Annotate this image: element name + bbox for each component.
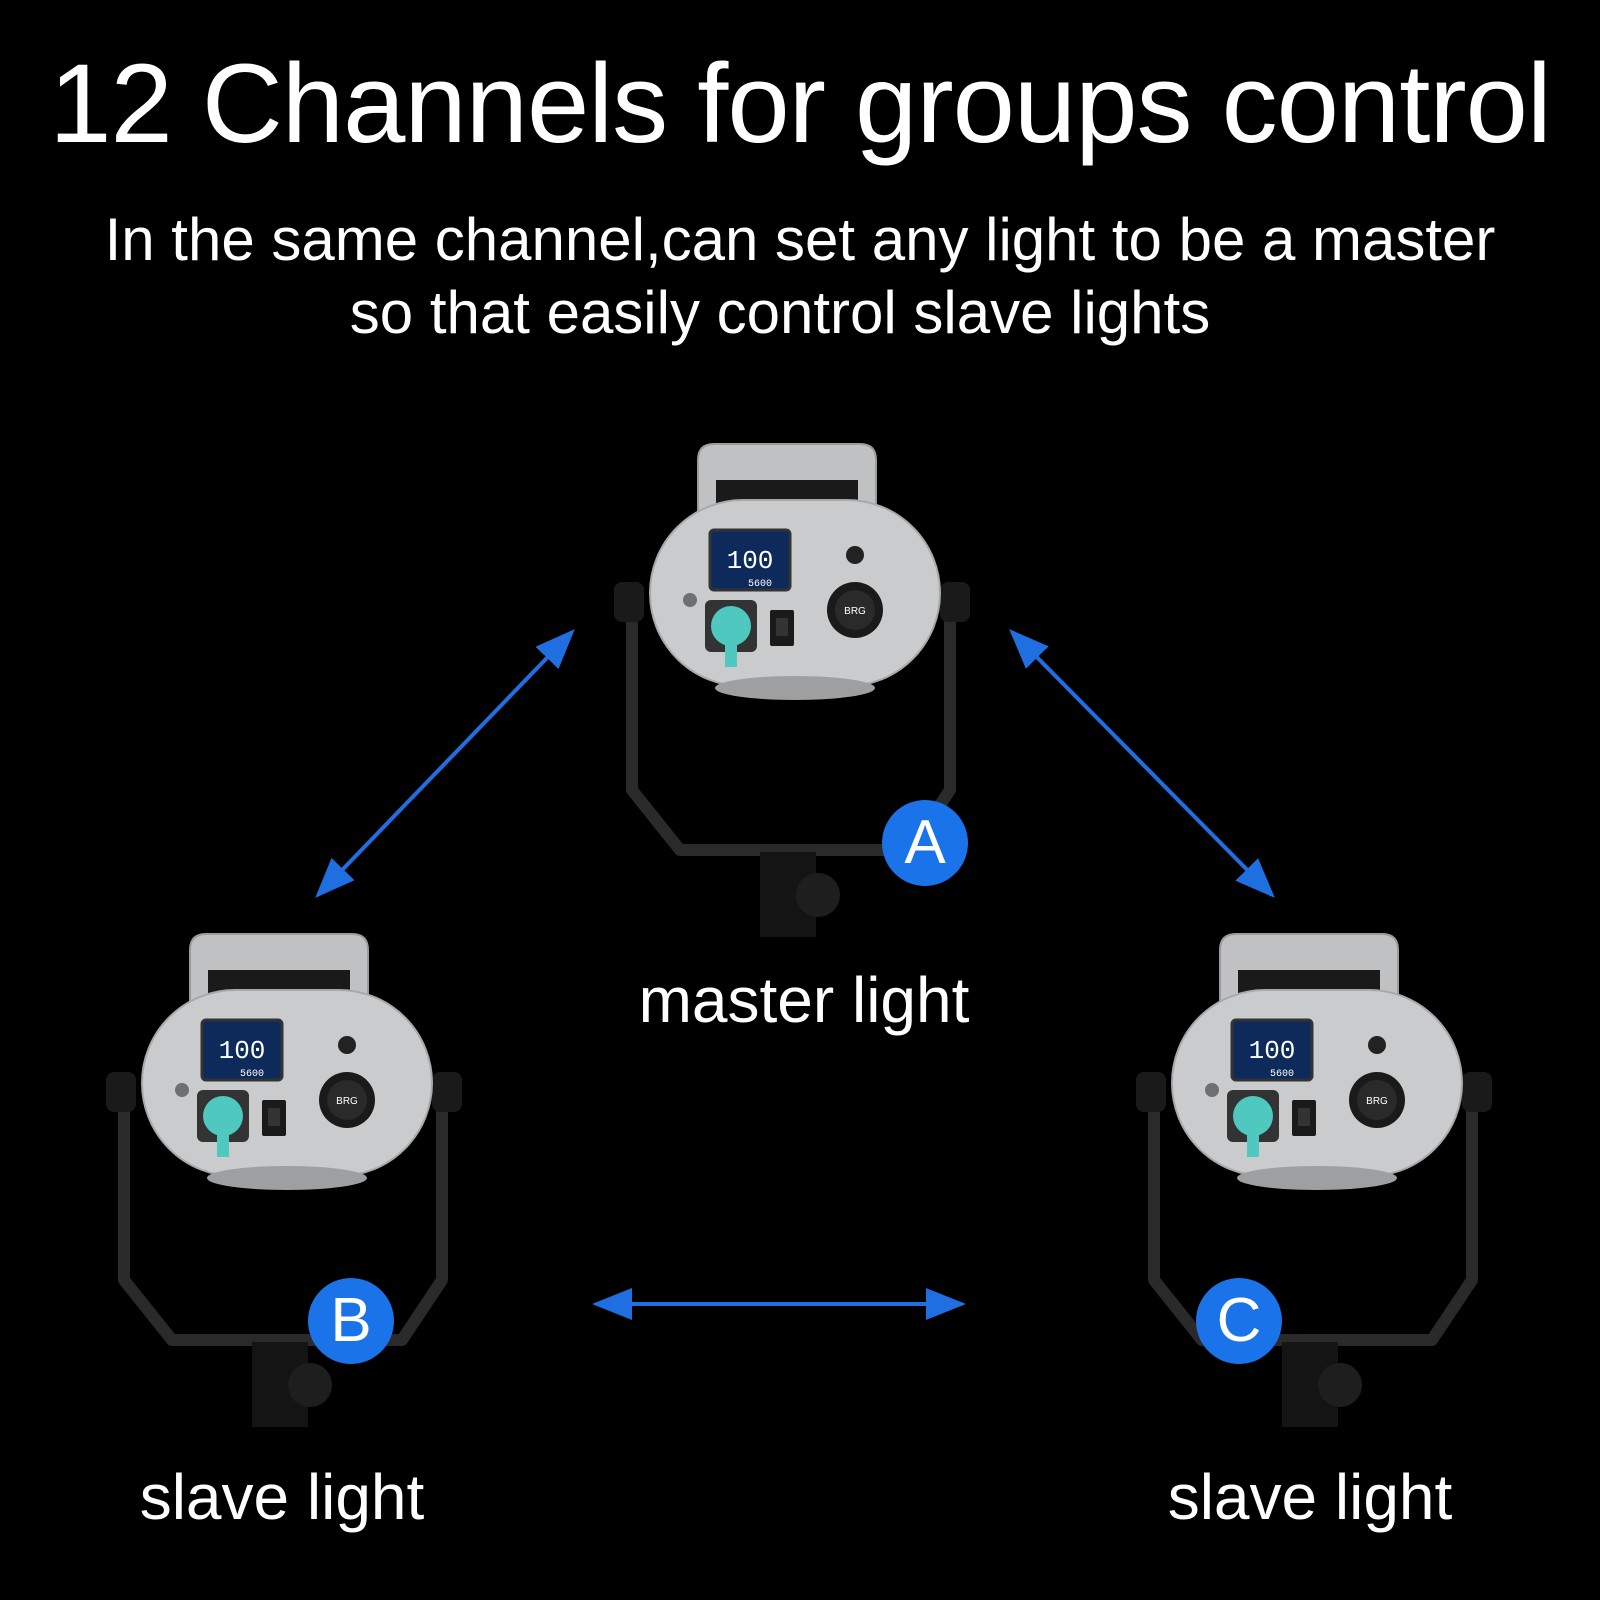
slave-light-c-caption: slave light <box>1167 1461 1453 1533</box>
slave-light-c-device <box>1132 930 1502 1440</box>
master-light-caption: master light <box>638 964 970 1036</box>
slave-light-b-device <box>102 930 472 1440</box>
slave-light-b-caption: slave light <box>139 1461 425 1533</box>
arrow-a-c <box>1009 629 1275 898</box>
subtitle-line-1: In the same channel,can set any light to… <box>104 206 1496 273</box>
badge-c: C <box>1196 1278 1282 1364</box>
badge-b: B <box>308 1278 394 1364</box>
badge-a: A <box>882 800 968 886</box>
subtitle-line-2: so that easily control slave lights <box>349 279 1211 346</box>
page-title: 12 Channels for groups control <box>49 41 1552 166</box>
arrow-a-b <box>315 629 575 898</box>
